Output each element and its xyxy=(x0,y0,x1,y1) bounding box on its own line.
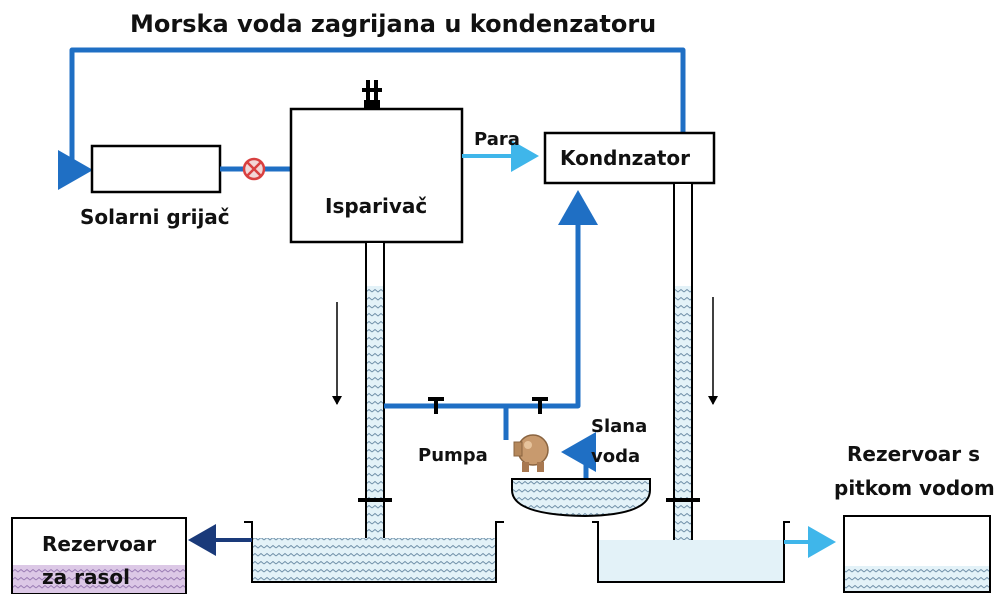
tap-icon[interactable] xyxy=(532,397,548,414)
fresh-water-reservoir-label-2: pitkom vodom xyxy=(834,476,995,500)
evaporator-box xyxy=(289,107,464,244)
diagram-title: Morska voda zagrijana u kondenzatoru xyxy=(130,10,656,38)
steam-label: Para xyxy=(474,129,520,150)
salt-water-label-1: Slana xyxy=(591,416,647,437)
condenser-box xyxy=(543,131,716,185)
distillate-column xyxy=(666,182,700,541)
salt-water-intake-pipe xyxy=(561,432,596,478)
solar-heater-box xyxy=(90,144,222,194)
pump-label: Pumpa xyxy=(418,445,488,466)
brine-collection-tank xyxy=(244,521,504,583)
salt-water-label-2: voda xyxy=(591,446,640,467)
salt-water-basin xyxy=(511,478,651,518)
condenser-label: Kondnzator xyxy=(560,146,690,170)
pump-icon[interactable] xyxy=(513,434,549,472)
brine-column xyxy=(358,241,392,539)
tap-icon[interactable] xyxy=(428,397,444,414)
pump-feed-pipe xyxy=(384,190,598,409)
fresh-water-collection-tank xyxy=(592,521,790,583)
brine-reservoir xyxy=(11,517,187,594)
solar-heater-label: Solarni grijač xyxy=(80,205,230,229)
fresh-water-reservoir-label-1: Rezervoar s xyxy=(847,442,980,466)
evaporator-label: Isparivač xyxy=(325,194,427,218)
valve-icon[interactable] xyxy=(242,157,266,181)
seawater-return-pipe xyxy=(58,47,686,190)
fresh-water-reservoir xyxy=(843,515,991,593)
brine-reservoir-label-1: Rezervoar xyxy=(42,532,156,556)
brine-reservoir-label-2: za rasol xyxy=(42,565,130,589)
tap-icon xyxy=(362,80,382,108)
